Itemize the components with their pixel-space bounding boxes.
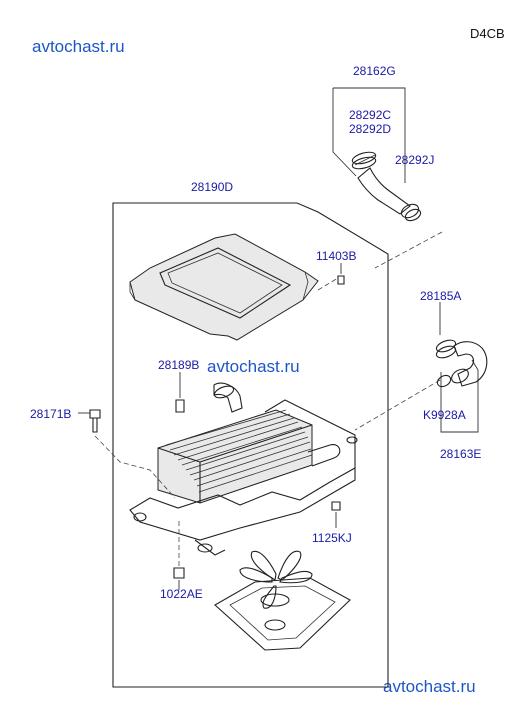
- callout-28292D: 28292D: [349, 122, 391, 136]
- cover-bolt: [337, 263, 345, 285]
- intercooler-cover: [129, 233, 319, 341]
- callout-28189B: 28189B: [158, 358, 199, 372]
- left-bolt: [78, 409, 101, 433]
- callout-28185A: 28185A: [420, 289, 461, 303]
- callout-1125KJ: 1125KJ: [312, 531, 352, 545]
- callout-1022AE: 1022AE: [160, 587, 203, 601]
- callout-28190D: 28190D: [191, 180, 233, 194]
- upper-hose-assembly: [332, 87, 422, 222]
- engine-code: D4CB: [470, 26, 505, 41]
- callout-11403B: 11403B: [316, 249, 356, 263]
- fan-assembly: [214, 550, 351, 651]
- callout-28292C: 28292C: [349, 108, 391, 122]
- callout-28162G: 28162G: [353, 64, 396, 78]
- watermark-bottom: avtochast.ru: [383, 677, 476, 696]
- bottom-bolt: [331, 501, 341, 528]
- callout-28171B: 28171B: [30, 407, 71, 421]
- intercooler-core: [157, 382, 341, 504]
- callout-K9928A: K9928A: [423, 408, 466, 422]
- callout-28292J: 28292J: [395, 153, 434, 167]
- assembly-frame: [112, 202, 389, 688]
- nipple: [175, 372, 185, 413]
- lower-hose-assembly: [435, 302, 488, 433]
- nut: [173, 567, 185, 590]
- mounting-bracket: [129, 399, 358, 556]
- callout-28163E: 28163E: [440, 447, 481, 461]
- watermark-middle: avtochast.ru: [207, 357, 300, 376]
- watermark-top: avtochast.ru: [32, 37, 125, 56]
